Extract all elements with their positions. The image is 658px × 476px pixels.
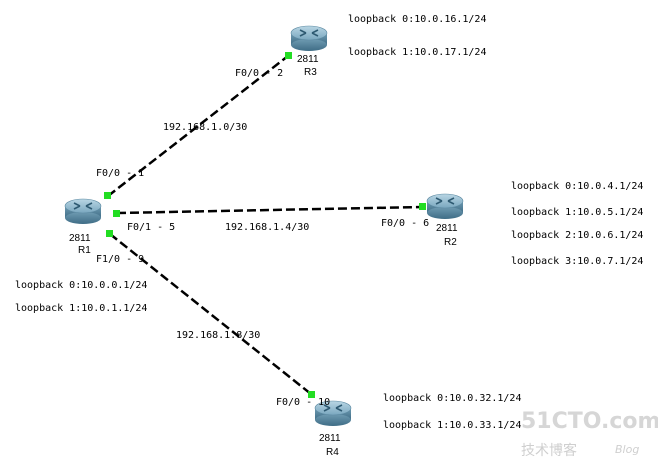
router-model: 2811 <box>297 54 319 65</box>
router-icon <box>64 198 102 225</box>
loopback-label: loopback 1:10.0.1.1/24 <box>15 303 147 314</box>
port-light-r1-f0-0 <box>104 192 111 199</box>
loopback-label: loopback 1:10.0.33.1/24 <box>383 420 521 431</box>
loopback-label: loopback 1:10.0.17.1/24 <box>348 47 486 58</box>
loopback-label: loopback 3:10.0.7.1/24 <box>511 256 643 267</box>
port-label-r3-f0-0: F0/0 - 2 <box>235 68 283 79</box>
loopback-label: loopback 0:10.0.16.1/24 <box>348 14 486 25</box>
loopback-label: loopback 1:10.0.5.1/24 <box>511 207 643 218</box>
network-label-r1-r2: 192.168.1.4/30 <box>225 222 309 233</box>
port-label-r1-f1-0: F1/0 - 9 <box>96 254 144 265</box>
router-model: 2811 <box>436 223 458 234</box>
router-model: 2811 <box>319 433 341 444</box>
loopback-label: loopback 0:10.0.0.1/24 <box>15 280 147 291</box>
router-r1[interactable]: 2811 R1 <box>64 198 102 256</box>
port-light-r1-f1-0 <box>106 230 113 237</box>
loopback-label: loopback 2:10.0.6.1/24 <box>511 230 643 241</box>
loopback-label: loopback 0:10.0.32.1/24 <box>383 393 521 404</box>
router-r4[interactable]: 2811 R4 <box>314 400 352 458</box>
port-label-r1-f0-0: F0/0 - 1 <box>96 168 144 179</box>
watermark-blog: Blog <box>615 443 639 456</box>
port-light-r2-f0-0 <box>419 203 426 210</box>
watermark-logo: 51CTO.com 技术博客 Blog <box>521 409 658 459</box>
link-r1-r3 <box>107 55 289 197</box>
watermark-brand: 51CTO.com <box>521 409 658 434</box>
router-model: 2811 <box>69 233 91 244</box>
port-label-r1-f0-1: F0/1 - 5 <box>127 222 175 233</box>
router-icon <box>290 25 328 52</box>
port-label-r4-f0-0: F0/0 - 10 <box>276 397 330 408</box>
port-light-r1-f0-1 <box>113 210 120 217</box>
port-light-r3-f0-0 <box>285 52 292 59</box>
router-r3[interactable]: 2811 R3 <box>290 25 328 78</box>
link-r1-r4 <box>109 233 312 395</box>
network-label-r1-r4: 192.168.1.8/30 <box>176 330 260 341</box>
watermark-subtitle: 技术博客 <box>521 442 577 459</box>
router-name: R4 <box>326 447 339 458</box>
link-r1-r2 <box>116 205 424 215</box>
port-light-r4-f0-0 <box>308 391 315 398</box>
router-r2[interactable]: 2811 R2 <box>426 193 464 248</box>
network-label-r1-r3: 192.168.1.0/30 <box>163 122 247 133</box>
router-name: R2 <box>444 237 457 248</box>
router-name: R1 <box>78 245 91 256</box>
router-icon <box>426 193 464 220</box>
port-label-r2-f0-0: F0/0 - 6 <box>381 218 429 229</box>
loopback-label: loopback 0:10.0.4.1/24 <box>511 181 643 192</box>
router-name: R3 <box>304 67 317 78</box>
